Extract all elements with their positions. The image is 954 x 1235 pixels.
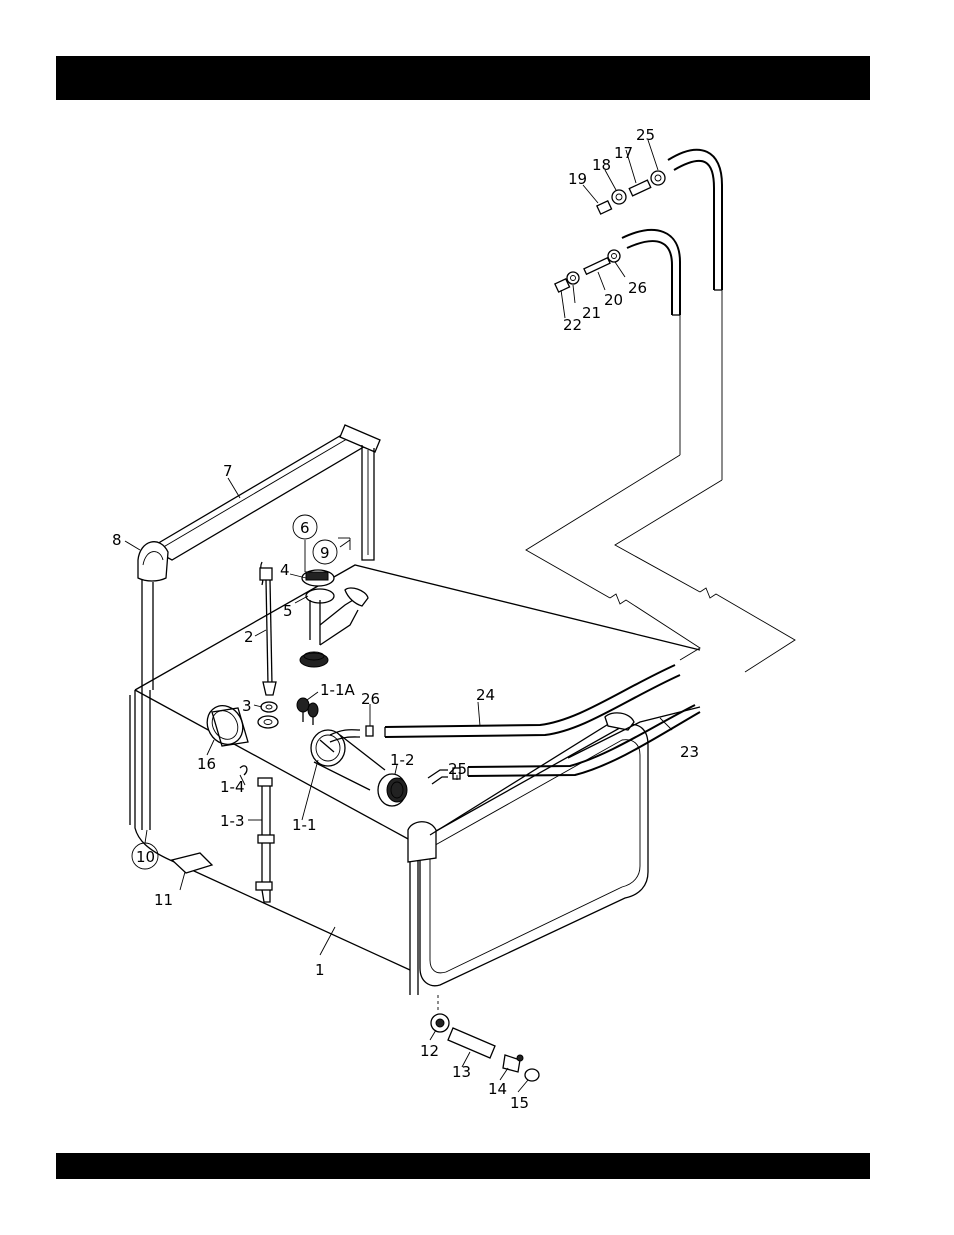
callout-labels: 25 17 18 19 26 20 21 22 7 8 6 9 4 5 2 3 … xyxy=(112,126,699,1112)
callout-4: 4 xyxy=(280,561,290,579)
callout-26-top: 26 xyxy=(628,279,647,297)
strap-10 xyxy=(142,690,150,830)
sender-rod-2 xyxy=(260,562,276,695)
callout-2: 2 xyxy=(244,628,254,646)
callout-25-top: 25 xyxy=(636,126,655,144)
callout-3: 3 xyxy=(242,697,252,715)
callout-19: 19 xyxy=(568,170,587,188)
bracket-8 xyxy=(138,542,168,690)
callout-16: 16 xyxy=(197,755,216,773)
level-gauge-1-3 xyxy=(240,766,274,902)
filler-cap-1-1 xyxy=(311,730,385,790)
nut-18 xyxy=(612,190,626,204)
fitting-19 xyxy=(597,201,612,214)
nut-21 xyxy=(567,272,579,284)
pad-11 xyxy=(172,853,212,873)
callout-9: 9 xyxy=(320,544,330,562)
callout-24: 24 xyxy=(476,686,495,704)
callout-1-2: 1-2 xyxy=(390,751,415,769)
leader-lines xyxy=(125,140,672,1092)
callout-17: 17 xyxy=(614,144,633,162)
callout-12: 12 xyxy=(420,1042,439,1060)
callout-1-3: 1-3 xyxy=(220,812,245,830)
callout-13: 13 xyxy=(452,1063,471,1081)
nut-25-top xyxy=(651,171,665,185)
callout-8: 8 xyxy=(112,531,122,549)
callout-1-1A: 1-1A xyxy=(320,681,355,699)
callout-10: 10 xyxy=(136,848,155,866)
callout-14: 14 xyxy=(488,1080,507,1098)
nut-26-top xyxy=(608,250,620,262)
washer-3 xyxy=(258,702,278,728)
callout-1: 1 xyxy=(315,961,325,979)
callout-25: 25 xyxy=(448,760,467,778)
supply-hose-upper xyxy=(622,230,680,315)
callout-1-1: 1-1 xyxy=(292,816,317,834)
drain-assembly xyxy=(431,995,539,1081)
callout-20: 20 xyxy=(604,291,623,309)
callout-5: 5 xyxy=(283,602,293,620)
callout-18: 18 xyxy=(592,156,611,174)
routing-lines xyxy=(526,290,795,672)
callout-26: 26 xyxy=(361,690,380,708)
callout-23: 23 xyxy=(680,743,699,761)
callout-21: 21 xyxy=(582,304,601,322)
strap-7 xyxy=(150,425,380,560)
callout-22: 22 xyxy=(563,316,582,334)
callout-1-4: 1-4 xyxy=(220,778,245,796)
key-1-1A xyxy=(297,698,318,725)
fuel-tank xyxy=(130,565,700,995)
callout-6: 6 xyxy=(300,519,310,537)
return-hose-upper xyxy=(668,150,722,290)
pipe-20 xyxy=(584,258,610,274)
strainer-1-2 xyxy=(378,774,407,806)
callout-11: 11 xyxy=(154,891,173,909)
callout-15: 15 xyxy=(510,1094,529,1112)
fuel-gauge-unit xyxy=(300,570,368,667)
connector-17 xyxy=(629,180,651,196)
callout-7: 7 xyxy=(223,462,233,480)
